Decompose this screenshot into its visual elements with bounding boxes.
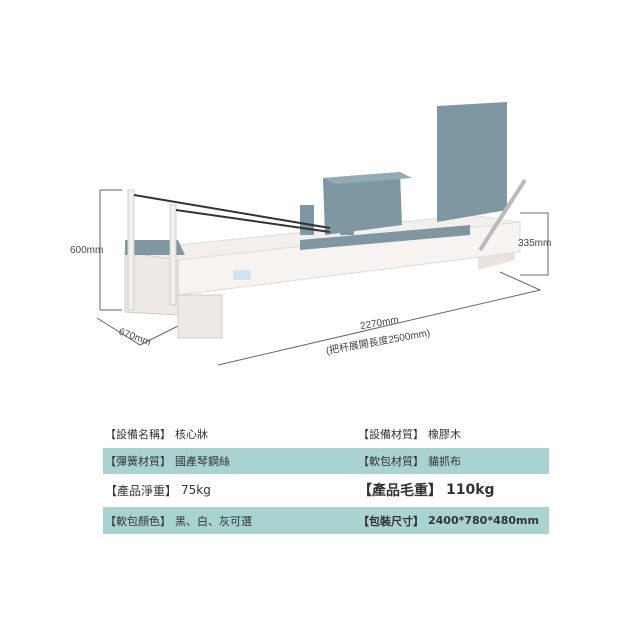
spec-value: 黑、白、灰可選: [175, 514, 252, 528]
spec-label: 【設備材質】: [358, 427, 424, 441]
spec-label: 【包裝尺寸】: [358, 514, 424, 528]
spec-value: 國產琴鋼絲: [175, 455, 230, 468]
side-height-dimension: 335mm: [518, 238, 552, 249]
spec-value: 75kg: [181, 483, 211, 497]
spec-label: 【產品毛重】: [358, 483, 442, 499]
spec-value: 核心牀: [175, 427, 208, 441]
pilates-reformer-image: [96, 102, 549, 366]
height-dimension: 600mm: [70, 245, 104, 256]
spec-row: 【彈簧材質】國產琴鋼絲 【軟包材質】貓抓布: [103, 448, 549, 474]
dimension-lines: [96, 189, 549, 366]
spec-row: 【產品淨重】75kg 【產品毛重】110kg: [103, 475, 549, 505]
spec-value: 貓抓布: [428, 455, 461, 468]
spec-value: 2400*780*480mm: [428, 514, 539, 527]
spec-row: 【軟包顏色】黑、白、灰可選 【包裝尺寸】 2400*780*480mm: [103, 507, 549, 534]
spec-label: 【彈簧材質】: [105, 455, 171, 468]
spec-row: 【設備名稱】核心牀 【設備材質】橡膠木: [103, 420, 549, 447]
spec-label: 【軟包材質】: [358, 455, 424, 468]
reformer: [124, 102, 527, 339]
spec-value: 110kg: [446, 482, 495, 498]
spec-value: 橡膠木: [428, 427, 461, 441]
spec-label: 【軟包顏色】: [105, 514, 171, 528]
spec-label: 【設備名稱】: [105, 427, 171, 441]
spec-label: 【產品淨重】: [105, 483, 178, 498]
